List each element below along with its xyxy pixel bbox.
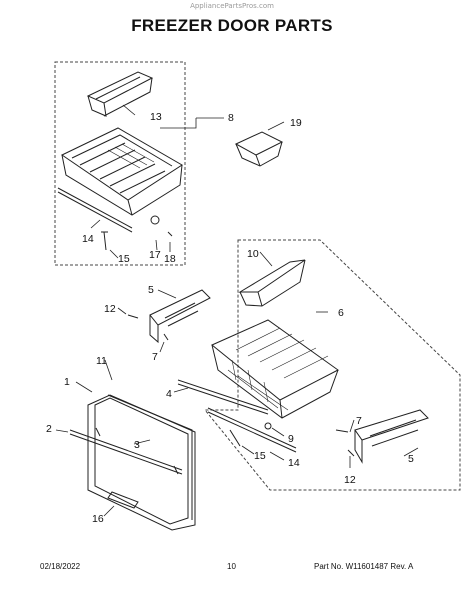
rail-4	[177, 379, 269, 415]
watermark: AppliancePartsPros.com	[190, 2, 274, 10]
trim-16	[107, 491, 139, 509]
callout-12-left: 12	[104, 303, 116, 315]
callout-15-lower: 15	[254, 450, 266, 462]
callout-15-upper: 15	[118, 253, 130, 265]
callout-12-right: 12	[344, 474, 356, 486]
bin-19	[234, 131, 284, 167]
callout-3: 3	[134, 439, 140, 451]
callout-14-lower: 14	[288, 457, 300, 469]
rail-14-lower	[207, 407, 297, 453]
callout-5-left: 5	[148, 284, 154, 296]
callout-11: 11	[96, 355, 107, 367]
door-panel-1	[87, 394, 196, 531]
callout-2: 2	[46, 423, 52, 435]
callout-13: 13	[150, 111, 162, 123]
screw-18	[167, 231, 173, 237]
upper-group-box	[54, 61, 186, 266]
callout-6: 6	[338, 307, 344, 319]
callout-8: 8	[228, 112, 234, 124]
upper-basket-8	[61, 127, 183, 216]
footer-part-number: Part No. W11601487 Rev. A	[314, 562, 414, 571]
screw-7-right	[335, 429, 349, 433]
callout-19: 19	[290, 117, 302, 129]
pin-15-upper	[101, 231, 108, 251]
callout-7-left: 7	[152, 351, 158, 363]
lower-group-box	[203, 239, 461, 491]
page-title: FREEZER DOOR PARTS	[131, 16, 333, 35]
slide-rail-14-upper	[57, 187, 133, 233]
callout-7-right: 7	[356, 415, 362, 427]
slide-bracket-5-right	[354, 409, 429, 464]
small-tray-13	[86, 71, 154, 117]
small-tray-10	[238, 259, 306, 307]
callout-5-right: 5	[408, 453, 414, 465]
pin-15-lower	[229, 429, 241, 447]
callout-14-upper: 14	[82, 233, 94, 245]
callout-16: 16	[92, 513, 104, 525]
roller-17	[150, 215, 160, 225]
footer-page-number: 10	[227, 562, 236, 571]
lower-basket-6	[211, 319, 339, 419]
footer-date: 02/18/2022	[40, 562, 81, 571]
callout-4: 4	[166, 388, 172, 400]
callout-18: 18	[164, 253, 176, 265]
slide-bracket-5-left	[149, 289, 211, 344]
door-gasket-11	[107, 394, 193, 520]
door-handle-3	[69, 427, 183, 475]
callout-1: 1	[64, 376, 70, 388]
screw-7-left	[163, 333, 169, 341]
callout-17: 17	[149, 249, 161, 261]
screw-12-right	[347, 449, 355, 457]
callout-10: 10	[247, 248, 259, 260]
screw-12-left	[127, 314, 139, 319]
callout-9: 9	[288, 433, 294, 445]
roller-9	[264, 422, 272, 430]
